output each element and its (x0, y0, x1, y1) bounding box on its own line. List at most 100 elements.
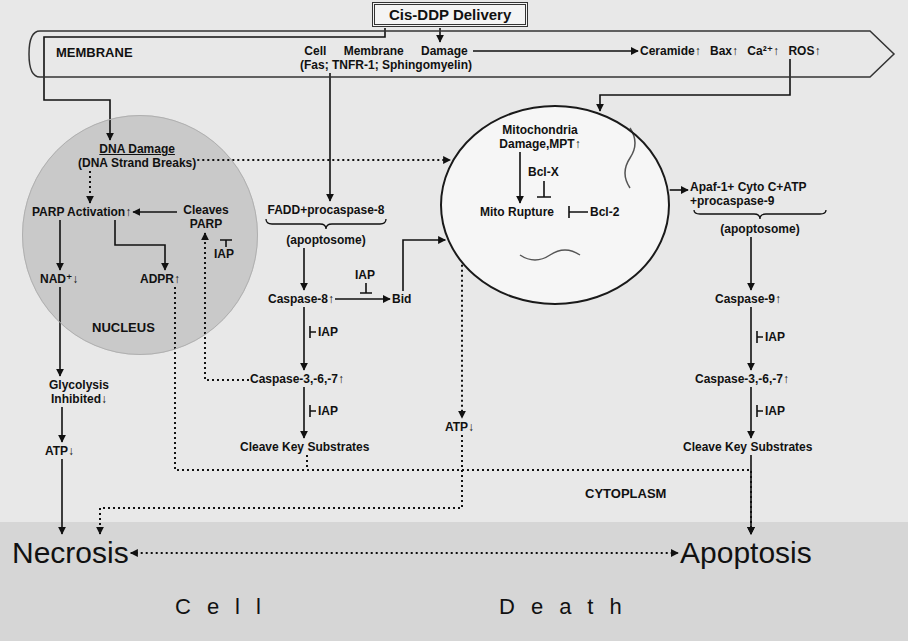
step-label: Bcl-X (528, 165, 559, 179)
step-label: Cleave Key Substrates (683, 440, 812, 454)
nucleus-fill (22, 115, 258, 355)
node-text: MEMBRANE (56, 45, 133, 60)
membrane-band: MEMBRANE Cell Membrane Damage(Fas; TNFR-1… (28, 30, 896, 78)
flow-arrow (303, 307, 305, 370)
mitochondrion: Mitochondria Damage,MPT↑ Bcl-X Mito Ruptur… (440, 105, 670, 305)
node-text: Glycolysis Inhibited↓ (40, 378, 118, 406)
outcome-label: Apoptosis (680, 536, 812, 570)
step-label: Mito Rupture (480, 205, 554, 219)
node-text: Mito Rupture (480, 205, 554, 219)
node-text: Cleave Key Substrates (240, 440, 369, 454)
node-text: ATP↓ (445, 420, 474, 434)
step-label: FADD+procaspase-8(apoptosome) (262, 203, 390, 247)
step-label: Caspase-3,-6,-7↑ (250, 372, 344, 386)
node-text: (apoptosome) (262, 233, 390, 247)
flow-arrow (473, 50, 638, 52)
step-label: Cleave Key Substrates (240, 440, 369, 454)
node-text: Mitochondria Damage,MPT↑ (490, 123, 590, 151)
crista (625, 128, 635, 188)
inhibition-bar (757, 405, 763, 417)
nucleus-shape (23, 116, 258, 355)
node-text: Cis-DDP Delivery (389, 6, 511, 23)
outcome-band (0, 522, 908, 641)
step-label: Caspase-8↑ (268, 292, 334, 306)
band-shape (29, 31, 894, 77)
flow-arrow (329, 73, 331, 201)
flow-arrow (59, 220, 61, 270)
node-text: Caspase-9↑ (715, 292, 781, 306)
flow-arrow (303, 387, 305, 438)
step-label: PARP Activation↑ (32, 205, 131, 219)
node-text: IAP (765, 330, 785, 344)
flow-arrow (750, 387, 752, 438)
step-label: ATP↓ (445, 420, 474, 434)
node-text: (apoptosome) (690, 222, 830, 236)
step-label: IAP (355, 268, 375, 282)
node-text: Bid (392, 292, 411, 306)
step-label: IAP (214, 247, 234, 261)
inhibition-bar (537, 181, 551, 197)
step-label: Ceramide↑ Bax↑ Ca²⁺↑ ROS↑ (640, 44, 820, 58)
step-label: ADPR↑ (140, 272, 180, 286)
node-text: Cleaves PARP (178, 203, 234, 231)
node-text: IAP (318, 404, 338, 418)
node-text: Ceramide↑ Bax↑ Ca²⁺↑ ROS↑ (640, 44, 820, 58)
node-text: Caspase-8↑ (268, 292, 334, 306)
node-text: ATP↓ (45, 444, 74, 458)
dotted-arrow (131, 552, 678, 554)
node-text: Bcl-X (528, 165, 559, 179)
node-text: (Fas; TNFR-1; Sphingomyelin) (300, 58, 472, 72)
dotted-arrow (89, 171, 91, 203)
node-text: (DNA Strand Breaks) (78, 156, 196, 170)
node-text: Cell Membrane Damage (300, 44, 472, 58)
flow-arrow (61, 459, 63, 534)
flow-arrow (403, 240, 445, 291)
flow-arrow (115, 220, 165, 270)
step-label: Caspase-3,-6,-7↑ (695, 372, 789, 386)
region-label: CYTOPLASM (585, 486, 666, 501)
flow-arrow (335, 298, 390, 300)
node-text: NUCLEUS (92, 320, 155, 335)
inhibition-bar (360, 283, 372, 293)
node-text: IAP (355, 268, 375, 282)
dotted-arrow (205, 233, 249, 380)
step-label: Cell Membrane Damage(Fas; TNFR-1; Sphing… (300, 44, 472, 72)
node-text: Caspase-3,-6,-7↑ (695, 372, 789, 386)
step-label: IAP (318, 404, 338, 418)
step-label: Apaf-1+ Cyto C+ATP +procaspase-9(apoptos… (690, 180, 830, 236)
step-label: Caspase-9↑ (715, 292, 781, 306)
inhibition-bar (310, 405, 316, 417)
node-text: ADPR↑ (140, 272, 180, 286)
dotted-arrow (175, 287, 751, 534)
process-box: Cis-DDP Delivery (372, 2, 528, 27)
flow-arrow (133, 211, 177, 213)
nucleus-region: NUCLEUSDNA Damage(DNA Strand Breaks)PARP… (22, 115, 258, 355)
node-text: Bcl-2 (590, 205, 619, 219)
flow-arrow (439, 28, 441, 42)
brace (266, 219, 386, 229)
inhibition-bar (310, 326, 316, 338)
step-label: NAD⁺↓ (40, 272, 78, 286)
step-label: Glycolysis Inhibited↓ (40, 378, 118, 406)
inhibition-bar (757, 331, 763, 343)
step-label: IAP (765, 404, 785, 418)
step-label: IAP (765, 330, 785, 344)
flow-arrow (59, 287, 61, 376)
flow-arrow (303, 248, 305, 290)
node-text: IAP (765, 404, 785, 418)
flow-arrow (600, 59, 790, 111)
caption-label: Cell Death (175, 594, 638, 620)
node-text: Cleave Key Substrates (683, 440, 812, 454)
step-label: IAP (318, 325, 338, 339)
flow-arrow (61, 407, 63, 442)
node-text: IAP (214, 247, 234, 261)
inhibition-bar (220, 240, 232, 247)
inhibition-bars (220, 181, 763, 417)
outcome-label: Necrosis (12, 536, 129, 570)
node-text: Necrosis (12, 536, 129, 570)
dotted-arrow (307, 455, 751, 534)
node-text: Caspase-3,-6,-7↑ (250, 372, 344, 386)
node-text: NAD⁺↓ (40, 272, 78, 286)
node-text: PARP Activation↑ (32, 205, 131, 219)
